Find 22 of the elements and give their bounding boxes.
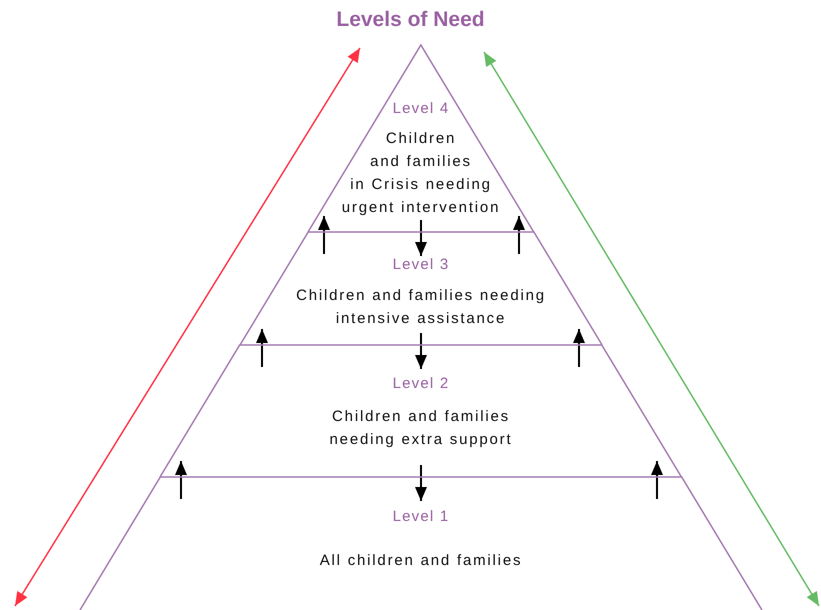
level-label: Level 4 <box>392 100 450 117</box>
level-description: Children and families needing intensive assistance <box>295 286 547 329</box>
arrow <box>415 333 427 369</box>
level-label: Level 3 <box>392 256 450 273</box>
diagram-title: Levels of Need <box>336 8 485 31</box>
arrow <box>651 461 663 499</box>
arrow <box>318 216 330 254</box>
arrow <box>415 465 427 501</box>
pyramid-level <box>240 232 602 345</box>
arrow <box>415 220 427 256</box>
arrow <box>175 461 187 499</box>
level-label: Level 2 <box>392 375 450 392</box>
level-description: All children and families <box>318 551 524 571</box>
arrow <box>513 216 525 254</box>
arrow <box>573 329 585 367</box>
level-label: Level 1 <box>392 508 450 525</box>
level-description: Children and families in Crisis needing urgent intervention <box>340 129 502 218</box>
pyramid-level <box>160 345 682 477</box>
pyramid-level <box>308 45 534 232</box>
pyramid-level <box>80 477 762 610</box>
arrow <box>256 329 268 367</box>
level-description: Children and families needing extra support <box>328 407 514 450</box>
